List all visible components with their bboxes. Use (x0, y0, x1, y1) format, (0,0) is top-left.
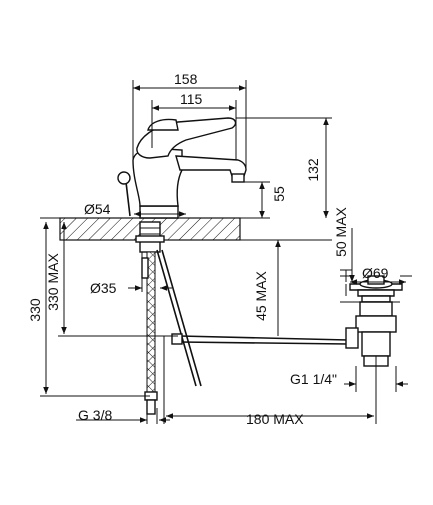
dim-45-max-label: 45 MAX (253, 270, 269, 320)
dim-diam-69-label: Ø69 (362, 265, 389, 281)
dim-158-label: 158 (174, 71, 198, 87)
dim-132-label: 132 (305, 158, 321, 182)
dim-g38-label: G 3/8 (78, 407, 112, 423)
pop-up-waste (345, 275, 403, 367)
faucet-body (117, 117, 247, 219)
dim-55-label: 55 (271, 186, 287, 202)
dim-330-label: 330 (27, 298, 43, 322)
dimension-lines (40, 80, 412, 424)
dim-diam-35-label: Ø35 (90, 280, 117, 296)
dim-180-max-label: 180 MAX (246, 411, 304, 427)
dim-115-label: 115 (180, 91, 203, 107)
dim-330-max-label: 330 MAX (45, 253, 61, 311)
under-counter-fittings (135, 221, 349, 415)
dim-50-max-label: 50 MAX (333, 206, 349, 256)
dim-diam-54-label: Ø54 (84, 201, 111, 217)
dim-g114-label: G1 1/4" (290, 371, 337, 387)
